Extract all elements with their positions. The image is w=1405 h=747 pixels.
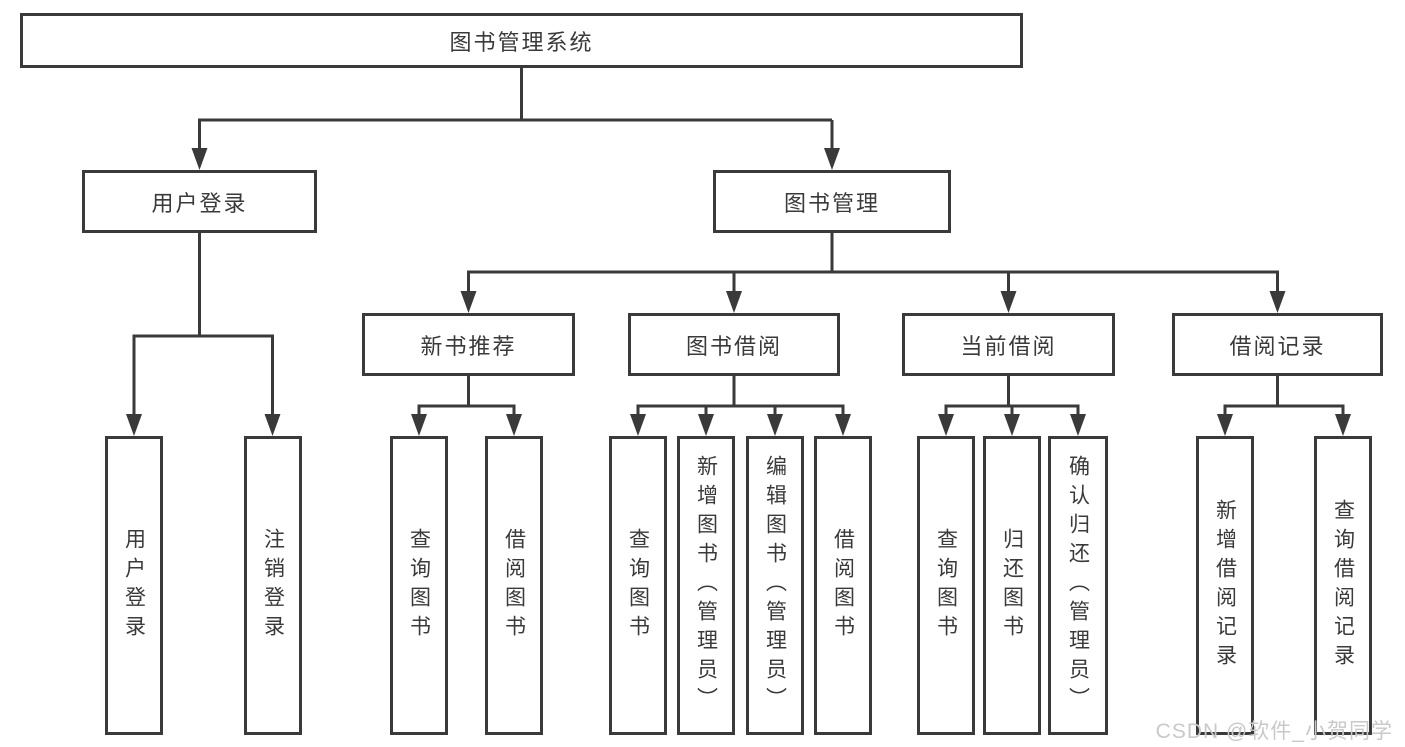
leaf-current-query-books: 查询图书 bbox=[917, 436, 975, 735]
leaf-record-query-record: 查询借阅记录 bbox=[1314, 436, 1372, 735]
leaf-record-query-record-label: 查询借阅记录 bbox=[1331, 498, 1355, 673]
leaf-borrow-query-books: 查询图书 bbox=[609, 436, 667, 735]
leaf-current-query-books-label: 查询图书 bbox=[934, 527, 958, 644]
node-book-management: 图书管理 bbox=[713, 170, 951, 233]
node-user-login-label: 用户登录 bbox=[151, 190, 248, 216]
node-current-borrow: 当前借阅 bbox=[902, 313, 1115, 376]
leaf-newrec-query-books-label: 查询图书 bbox=[407, 527, 431, 644]
leaf-logout-label: 注销登录 bbox=[261, 527, 285, 644]
leaf-borrow-edit-books-admin-label: 编辑图书（管理员） bbox=[763, 455, 787, 716]
node-new-book-recommend: 新书推荐 bbox=[362, 313, 575, 376]
leaf-current-confirm-return-admin-label: 确认归还（管理员） bbox=[1066, 455, 1090, 716]
node-root-label: 图书管理系统 bbox=[449, 29, 594, 55]
node-new-book-recommend-label: 新书推荐 bbox=[420, 333, 517, 359]
leaf-current-confirm-return-admin: 确认归还（管理员） bbox=[1048, 436, 1108, 735]
node-book-borrow: 图书借阅 bbox=[628, 313, 840, 376]
leaf-record-add-record: 新增借阅记录 bbox=[1196, 436, 1254, 735]
leaf-user-login: 用户登录 bbox=[105, 436, 163, 735]
node-book-borrow-label: 图书借阅 bbox=[685, 333, 782, 359]
arrowheads bbox=[126, 148, 1351, 436]
leaf-borrow-borrow-books-label: 借阅图书 bbox=[831, 527, 855, 644]
leaf-user-login-label: 用户登录 bbox=[122, 527, 146, 644]
leaf-borrow-add-books-admin-label: 新增图书（管理员） bbox=[694, 455, 718, 716]
leaf-newrec-borrow-books: 借阅图书 bbox=[485, 436, 543, 735]
node-current-borrow-label: 当前借阅 bbox=[960, 333, 1057, 359]
leaf-record-add-record-label: 新增借阅记录 bbox=[1213, 498, 1237, 673]
leaf-newrec-borrow-books-label: 借阅图书 bbox=[502, 527, 526, 644]
leaf-logout: 注销登录 bbox=[244, 436, 302, 735]
leaf-borrow-edit-books-admin: 编辑图书（管理员） bbox=[746, 436, 804, 735]
leaf-newrec-query-books: 查询图书 bbox=[390, 436, 448, 735]
csdn-watermark: CSDN @软件_小贺同学 bbox=[1155, 720, 1393, 743]
leaf-borrow-borrow-books: 借阅图书 bbox=[814, 436, 872, 735]
leaf-current-return-books: 归还图书 bbox=[983, 436, 1041, 735]
leaf-borrow-add-books-admin: 新增图书（管理员） bbox=[677, 436, 735, 735]
node-user-login: 用户登录 bbox=[82, 170, 317, 233]
node-root: 图书管理系统 bbox=[20, 13, 1023, 68]
node-borrow-record: 借阅记录 bbox=[1172, 313, 1383, 376]
node-book-management-label: 图书管理 bbox=[783, 190, 880, 216]
node-borrow-record-label: 借阅记录 bbox=[1229, 333, 1326, 359]
leaf-current-return-books-label: 归还图书 bbox=[1000, 527, 1024, 644]
leaf-borrow-query-books-label: 查询图书 bbox=[626, 527, 650, 644]
